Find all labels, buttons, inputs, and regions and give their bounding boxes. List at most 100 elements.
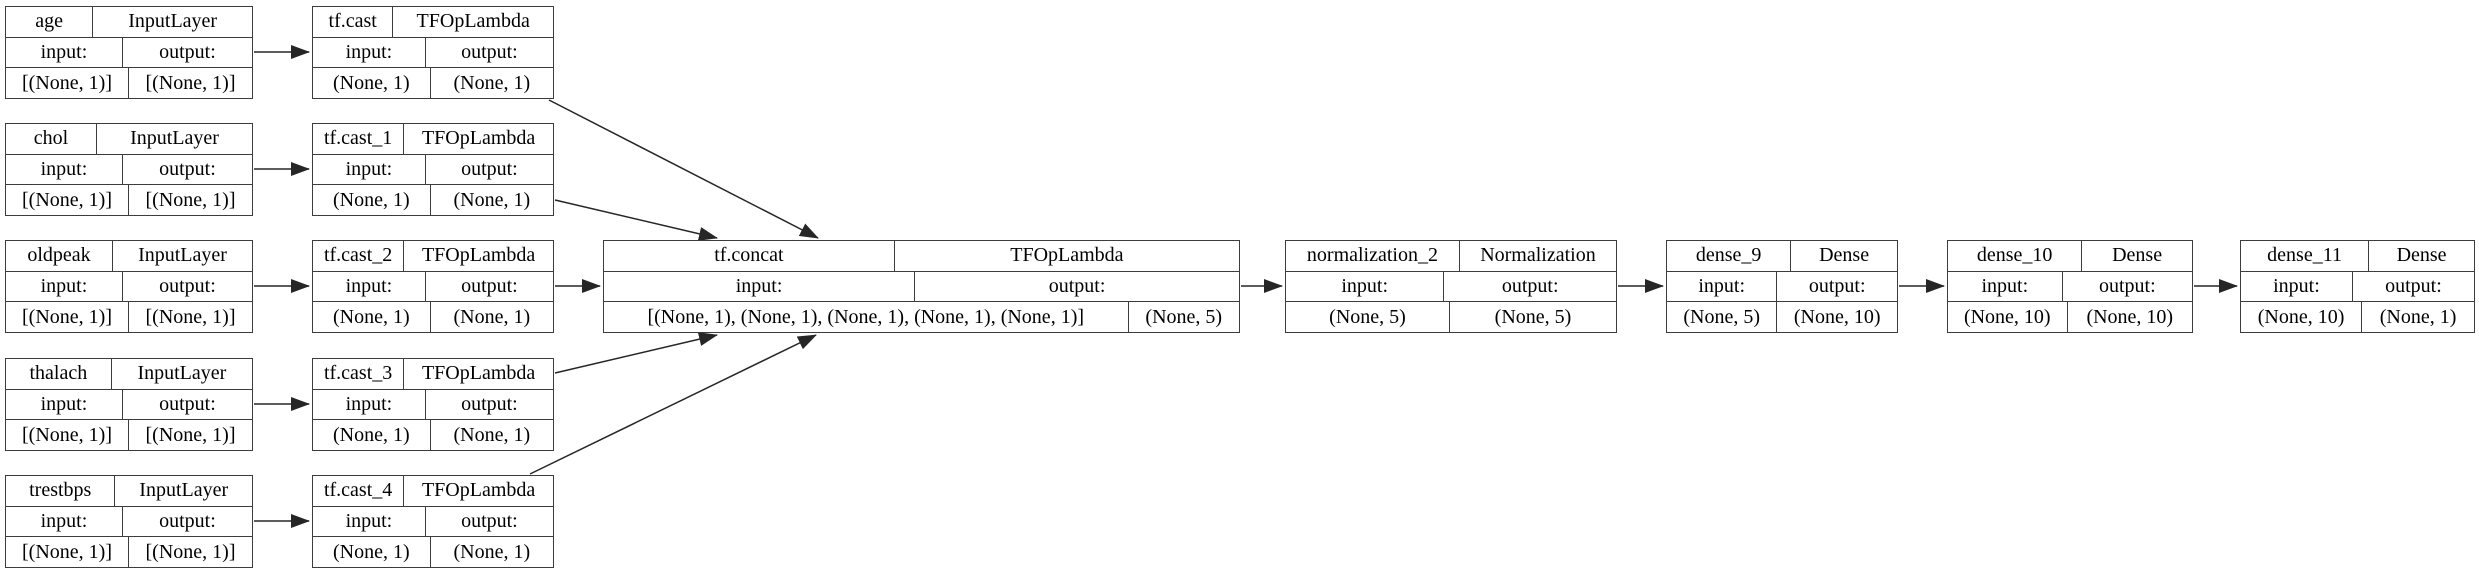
edge-cast3-to-concat	[554, 332, 718, 374]
layer-name: tf.cast_4	[313, 476, 405, 506]
layer-type: InputLayer	[128, 10, 218, 33]
layer-type: TFOpLambda	[416, 10, 530, 33]
layer-name: tf.cast	[313, 7, 394, 37]
output-label: output:	[159, 393, 216, 415]
layer-type: Normalization	[1480, 244, 1596, 267]
output-shape: (None, 1)	[453, 423, 531, 446]
output-label: output:	[461, 41, 518, 63]
input-shape: (None, 1)	[313, 302, 431, 333]
output-shape: (None, 5)	[1494, 305, 1572, 328]
output-label: output:	[1048, 275, 1106, 297]
output-label: output:	[461, 393, 518, 415]
layer-type: InputLayer	[130, 127, 219, 150]
input-shape: (None, 5)	[1667, 302, 1778, 333]
input-shape: [(None, 1), (None, 1), (None, 1), (None,…	[604, 302, 1129, 333]
layer-node-tf-cast: tf.cast TFOpLambda input: output: (None, 1…	[312, 6, 554, 99]
input-label: input:	[313, 154, 426, 185]
input-label: input:	[6, 154, 123, 185]
input-shape: (None, 1)	[313, 420, 431, 451]
layer-node-tf-cast-1: tf.cast_1 TFOpLambda input: output: (None,…	[312, 123, 554, 216]
layer-node-dense-10: dense_10 Dense input: output: (None, 10) (N…	[1947, 240, 2193, 333]
layer-node-normalization-2: normalization_2 Normalization input: outpu…	[1285, 240, 1617, 333]
output-label: output:	[2099, 275, 2156, 297]
input-shape: (None, 1)	[313, 68, 431, 99]
layer-node-age: age InputLayer input: output: [(None, 1)] […	[5, 6, 253, 99]
input-shape: [(None, 1)]	[6, 68, 129, 99]
output-label: output:	[159, 41, 216, 63]
output-label: output:	[461, 510, 518, 532]
layer-node-tf-cast-4: tf.cast_4 TFOpLambda input: output: (None,…	[312, 475, 554, 568]
layer-name: tf.cast_2	[313, 241, 405, 271]
edge-cast1-to-concat	[554, 199, 718, 241]
layer-type: Dense	[2112, 244, 2163, 267]
input-shape: (None, 10)	[1948, 302, 2068, 333]
output-shape: (None, 1)	[453, 305, 531, 328]
layer-node-oldpeak: oldpeak InputLayer input: output: [(None, …	[5, 240, 253, 333]
output-shape: (None, 5)	[1145, 305, 1223, 328]
input-label: input:	[2241, 271, 2353, 302]
input-label: input:	[313, 37, 426, 68]
input-label: input:	[6, 506, 123, 537]
input-label: input:	[6, 37, 123, 68]
layer-node-thalach: thalach InputLayer input: output: [(None, …	[5, 358, 253, 451]
layer-type: InputLayer	[139, 479, 229, 502]
input-shape: (None, 1)	[313, 537, 431, 568]
layer-node-tf-cast-3: tf.cast_3 TFOpLambda input: output: (None,…	[312, 358, 554, 451]
output-shape: (None, 10)	[2086, 305, 2174, 328]
output-shape: (None, 1)	[453, 188, 531, 211]
layer-name: trestbps	[6, 476, 116, 506]
layer-name: dense_11	[2241, 241, 2370, 271]
input-shape: [(None, 1)]	[6, 302, 129, 333]
layer-type: TFOpLambda	[421, 362, 536, 385]
output-label: output:	[2385, 275, 2442, 297]
output-shape: [(None, 1)]	[145, 71, 236, 94]
input-label: input:	[604, 271, 916, 302]
layer-type: TFOpLambda	[421, 479, 536, 502]
output-label: output:	[461, 158, 518, 180]
output-label: output:	[159, 158, 216, 180]
output-shape: (None, 10)	[1793, 305, 1881, 328]
layer-type: TFOpLambda	[421, 127, 536, 150]
input-label: input:	[313, 506, 426, 537]
input-label: input:	[313, 389, 426, 420]
layer-name: tf.concat	[604, 241, 895, 271]
layer-type: Dense	[2396, 244, 2447, 267]
input-label: input:	[1948, 271, 2063, 302]
output-label: output:	[1501, 275, 1559, 297]
layer-name: age	[6, 7, 94, 37]
output-shape: [(None, 1)]	[145, 540, 236, 563]
output-shape: [(None, 1)]	[145, 423, 236, 446]
input-shape: [(None, 1)]	[6, 185, 129, 216]
input-label: input:	[6, 389, 123, 420]
output-shape: (None, 1)	[453, 71, 531, 94]
input-label: input:	[313, 271, 426, 302]
layer-type: InputLayer	[138, 244, 227, 267]
layer-type: InputLayer	[137, 362, 227, 385]
edge-cast4-to-concat	[529, 334, 817, 475]
input-label: input:	[1667, 271, 1778, 302]
layer-name: oldpeak	[6, 241, 113, 271]
input-shape: [(None, 1)]	[6, 537, 129, 568]
layer-type: Dense	[1819, 244, 1870, 267]
input-shape: [(None, 1)]	[6, 420, 129, 451]
output-shape: (None, 1)	[2379, 305, 2457, 328]
input-label: input:	[1286, 271, 1445, 302]
output-label: output:	[159, 275, 216, 297]
layer-name: tf.cast_1	[313, 124, 405, 154]
layer-name: normalization_2	[1286, 241, 1460, 271]
output-shape: (None, 1)	[453, 540, 531, 563]
output-shape: [(None, 1)]	[145, 305, 236, 328]
output-label: output:	[461, 275, 518, 297]
layer-name: dense_10	[1948, 241, 2083, 271]
layer-name: thalach	[6, 359, 112, 389]
input-label: input:	[6, 271, 123, 302]
layer-name: tf.cast_3	[313, 359, 405, 389]
layer-type: TFOpLambda	[421, 244, 536, 267]
